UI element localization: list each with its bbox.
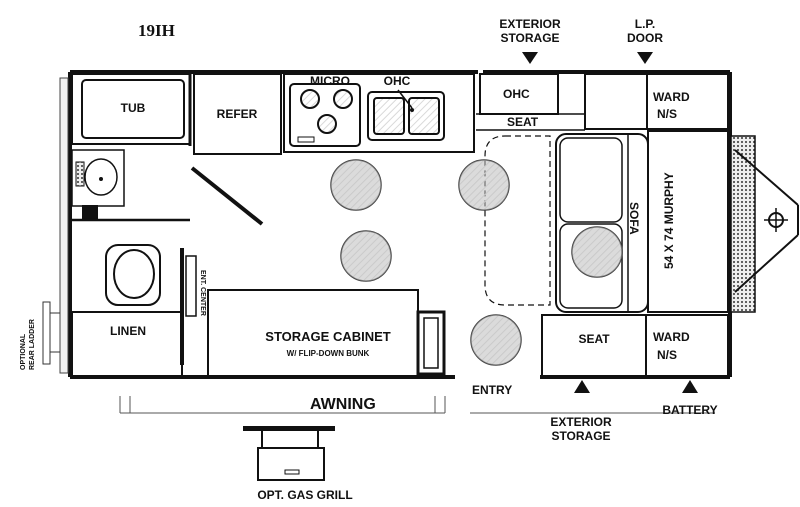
seat-rear-label: SEAT xyxy=(578,332,610,346)
bath-step xyxy=(82,205,98,219)
ent-center xyxy=(185,255,197,317)
ward-rear-label: WARD xyxy=(653,330,690,344)
front-storage-box xyxy=(730,135,756,313)
optional-label: OPTIONAL xyxy=(20,333,27,370)
dinette-outline xyxy=(484,135,551,306)
rear-wardrobe: WARD N/S xyxy=(645,314,729,377)
lp-door-arrow-icon xyxy=(637,52,653,64)
bath-door xyxy=(190,166,264,226)
hitch xyxy=(730,135,799,313)
storage-cabinet: STORAGE CABINET W/ FLIP-DOWN BUNK xyxy=(207,289,419,377)
ns-rear-label: N/S xyxy=(657,348,677,362)
ext-storage-bottom-line2: STORAGE xyxy=(551,429,610,443)
faucet-icon xyxy=(75,161,85,187)
rear-bumper xyxy=(59,77,69,374)
cooktop-icon xyxy=(289,83,361,147)
rear-seat: SEAT xyxy=(541,314,647,377)
lp-door-line2: DOOR xyxy=(627,31,663,45)
front-wardrobe: WARD N/S xyxy=(646,73,729,130)
rear-ladder-label: REAR LADDER xyxy=(29,319,36,370)
awning-label: AWNING xyxy=(310,396,376,413)
kitchen-counter: MICRO OHC xyxy=(283,73,475,153)
entry-label: ENTRY xyxy=(472,383,512,397)
sofa-label: SOFA xyxy=(627,202,641,235)
storage-cabinet-label: STORAGE CABINET xyxy=(265,329,390,344)
ext-storage-top-line1: EXTERIOR xyxy=(499,17,561,31)
bathroom: TUB LINEN xyxy=(71,73,191,377)
refer-label: REFER xyxy=(217,107,258,121)
linen-cabinet xyxy=(71,311,183,377)
ohc-kitchen-label: OHC xyxy=(384,74,411,88)
ns-front-label: N/S xyxy=(657,107,677,121)
ext-storage-top-line2: STORAGE xyxy=(500,31,559,45)
gas-grill: OPT. GAS GRILL xyxy=(243,426,353,502)
tub xyxy=(81,79,185,139)
front-ohc: OHC xyxy=(479,73,648,130)
ext-storage-top-arrow-icon xyxy=(522,52,538,64)
ohc-front-label: OHC xyxy=(503,87,530,101)
sofa: SOFA xyxy=(555,133,649,313)
ent-center-label: ENT. CENTER xyxy=(199,270,206,316)
toilet-icon xyxy=(105,244,161,306)
tub-label: TUB xyxy=(121,101,146,115)
seat-front-label: SEAT xyxy=(507,115,539,129)
battery-arrow-icon xyxy=(682,380,698,393)
flip-down-bunk-label: W/ FLIP-DOWN BUNK xyxy=(287,349,370,358)
murphy-label: 54 X 74 MURPHY xyxy=(662,172,676,269)
lp-door-line1: L.P. xyxy=(635,17,655,31)
ext-storage-bottom-line1: EXTERIOR xyxy=(550,415,612,429)
double-sink-icon xyxy=(367,89,445,141)
ext-storage-bottom-arrow-icon xyxy=(574,380,590,393)
murphy-bed: 54 X 74 MURPHY xyxy=(647,130,729,313)
linen-label: LINEN xyxy=(110,324,146,338)
ward-front-label: WARD xyxy=(653,90,690,104)
battery-label: BATTERY xyxy=(662,403,717,417)
refrigerator: REFER xyxy=(193,73,282,155)
gas-grill-label: OPT. GAS GRILL xyxy=(257,488,352,502)
awning: AWNING xyxy=(119,396,446,414)
model-name: 19IH xyxy=(138,21,175,40)
rear-ladder xyxy=(42,301,51,365)
